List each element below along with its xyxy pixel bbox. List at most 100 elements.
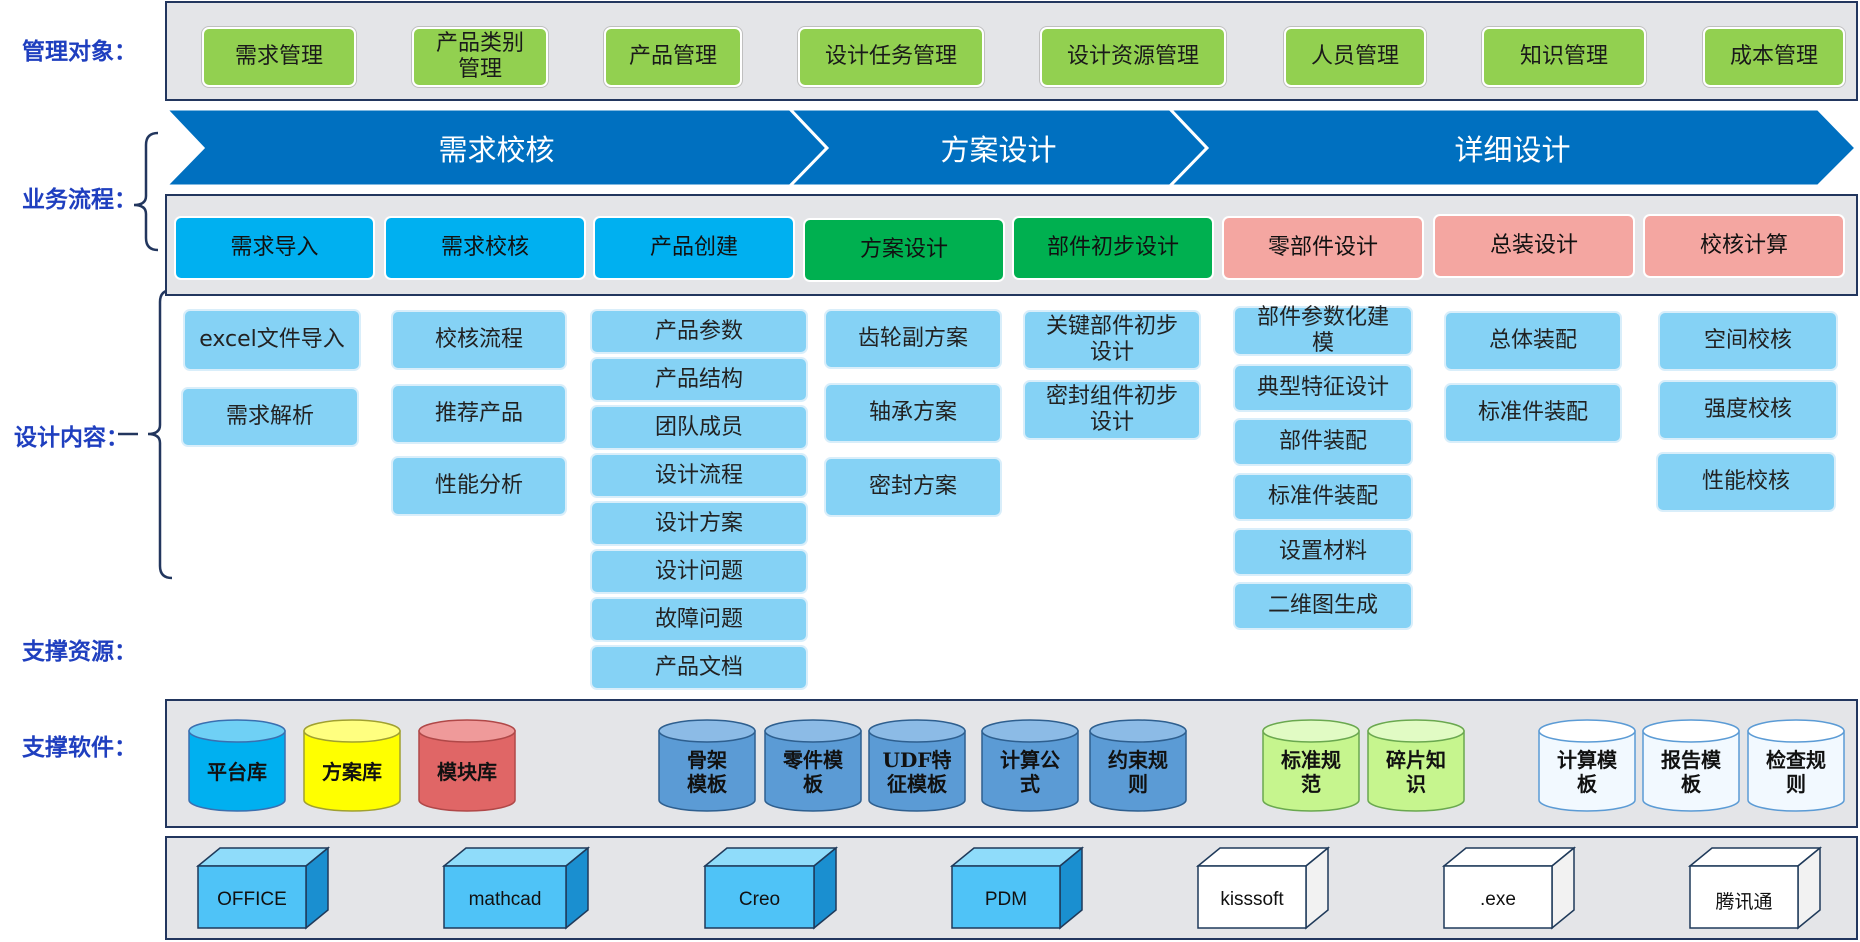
design-bracket: [147, 288, 173, 580]
chevron-phase-3: [1166, 107, 1859, 188]
resource-label: 计算公式: [1000, 748, 1060, 796]
cube-icon: [1195, 846, 1331, 930]
process-step[interactable]: 需求校核: [384, 216, 586, 280]
content-item[interactable]: 齿轮副方案: [824, 309, 1002, 369]
content-item[interactable]: 团队成员: [590, 405, 808, 450]
content-item[interactable]: 设计问题: [590, 549, 808, 594]
resource-label: 骨架模板: [687, 748, 727, 796]
mgmt-item[interactable]: 人员管理: [1284, 27, 1426, 87]
resource-label: 平台库: [207, 760, 267, 784]
content-item[interactable]: 设计方案: [590, 501, 808, 546]
content-item[interactable]: 性能分析: [391, 456, 567, 516]
label-management: 管理对象：: [22, 38, 137, 65]
content-item[interactable]: 部件装配: [1233, 418, 1413, 466]
label-design: 设计内容：: [14, 424, 129, 451]
content-item[interactable]: 强度校核: [1658, 380, 1838, 440]
cube-icon: [1687, 846, 1823, 930]
process-step[interactable]: 部件初步设计: [1012, 216, 1214, 280]
process-step[interactable]: 需求导入: [174, 216, 375, 280]
resource-label: 检查规则: [1766, 748, 1826, 796]
cylinder-icon: [1367, 719, 1465, 812]
content-item[interactable]: 性能校核: [1656, 452, 1836, 512]
content-item[interactable]: 校核流程: [391, 310, 567, 370]
resource-label: 方案库: [322, 760, 382, 784]
cylinder-icon: [981, 719, 1079, 812]
cube-icon: [441, 846, 591, 930]
cube-icon: [195, 846, 331, 930]
mgmt-item[interactable]: 需求管理: [202, 27, 356, 87]
mgmt-item[interactable]: 成本管理: [1703, 27, 1845, 87]
cylinder-icon: [658, 719, 756, 812]
content-item[interactable]: 故障问题: [590, 597, 808, 642]
content-item[interactable]: 关键部件初步设计: [1023, 310, 1201, 370]
resource-label: 零件模板: [783, 748, 843, 796]
cube-icon: [949, 846, 1085, 930]
content-item[interactable]: 设置材料: [1233, 528, 1413, 576]
content-item[interactable]: 标准件装配: [1233, 473, 1413, 521]
process-step[interactable]: 校核计算: [1643, 214, 1845, 278]
phase-label: 需求校核: [438, 132, 555, 167]
resource-label: 报告模板: [1661, 748, 1721, 796]
process-bracket: [133, 131, 159, 252]
resource-label: 计算模板: [1557, 748, 1617, 796]
cylinder-icon: [764, 719, 862, 812]
content-item[interactable]: 部件参数化建模: [1233, 305, 1413, 356]
cube-icon: [1441, 846, 1577, 930]
software-label: PDM: [984, 889, 1028, 910]
software-label: OFFICE: [217, 889, 287, 910]
software-label: Creo: [738, 889, 781, 910]
content-item[interactable]: 设计流程: [590, 453, 808, 498]
resource-label: 碎片知识: [1386, 748, 1446, 796]
cylinder-icon: [418, 719, 516, 812]
cylinder-icon: [1747, 719, 1845, 812]
mgmt-item[interactable]: 产品管理: [604, 27, 742, 87]
content-item[interactable]: 总体装配: [1444, 311, 1622, 371]
content-item[interactable]: 推荐产品: [391, 384, 567, 444]
content-item[interactable]: 轴承方案: [824, 383, 1002, 443]
cylinder-icon: [868, 719, 966, 812]
cylinder-icon: [1642, 719, 1740, 812]
software-label: .exe: [1480, 889, 1516, 910]
content-item[interactable]: 密封方案: [824, 457, 1002, 517]
content-item[interactable]: excel文件导入: [183, 309, 361, 371]
content-item[interactable]: 典型特征设计: [1233, 364, 1413, 412]
content-item[interactable]: 二维图生成: [1233, 582, 1413, 630]
mgmt-item[interactable]: 知识管理: [1482, 27, 1646, 87]
content-item[interactable]: 空间校核: [1658, 311, 1838, 371]
label-software: 支撑软件：: [22, 734, 137, 761]
label-process: 业务流程：: [22, 186, 137, 213]
resource-label: 模块库: [437, 760, 497, 784]
process-step[interactable]: 产品创建: [593, 216, 795, 280]
resource-label: 约束规则: [1108, 748, 1168, 796]
resource-label: 标准规范: [1281, 748, 1341, 796]
resource-label: UDF特征模板: [882, 748, 952, 796]
content-item[interactable]: 密封组件初步设计: [1023, 380, 1201, 440]
content-item[interactable]: 需求解析: [181, 387, 359, 447]
content-item[interactable]: 标准件装配: [1444, 383, 1622, 443]
mgmt-item[interactable]: 设计任务管理: [798, 27, 984, 87]
label-resources: 支撑资源：: [22, 638, 137, 665]
cube-icon: [702, 846, 839, 930]
process-step[interactable]: 总装设计: [1433, 214, 1635, 278]
software-label: mathcad: [468, 889, 542, 910]
content-item[interactable]: 产品文档: [590, 645, 808, 690]
process-step[interactable]: 方案设计: [803, 218, 1005, 282]
cylinder-icon: [303, 719, 401, 812]
content-item[interactable]: 产品结构: [590, 357, 808, 402]
mgmt-item[interactable]: 设计资源管理: [1040, 27, 1226, 87]
software-label: 腾讯通: [1715, 891, 1773, 913]
process-step[interactable]: 零部件设计: [1222, 216, 1424, 280]
software-label: kisssoft: [1220, 889, 1284, 910]
phase-label: 方案设计: [940, 132, 1057, 167]
mgmt-item[interactable]: 产品类别管理: [412, 27, 548, 87]
cylinder-icon: [1089, 719, 1187, 812]
cylinder-icon: [1262, 719, 1360, 812]
cylinder-icon: [188, 719, 286, 812]
cylinder-icon: [1538, 719, 1636, 812]
content-item[interactable]: 产品参数: [590, 309, 808, 354]
phase-label: 详细设计: [1454, 132, 1571, 167]
